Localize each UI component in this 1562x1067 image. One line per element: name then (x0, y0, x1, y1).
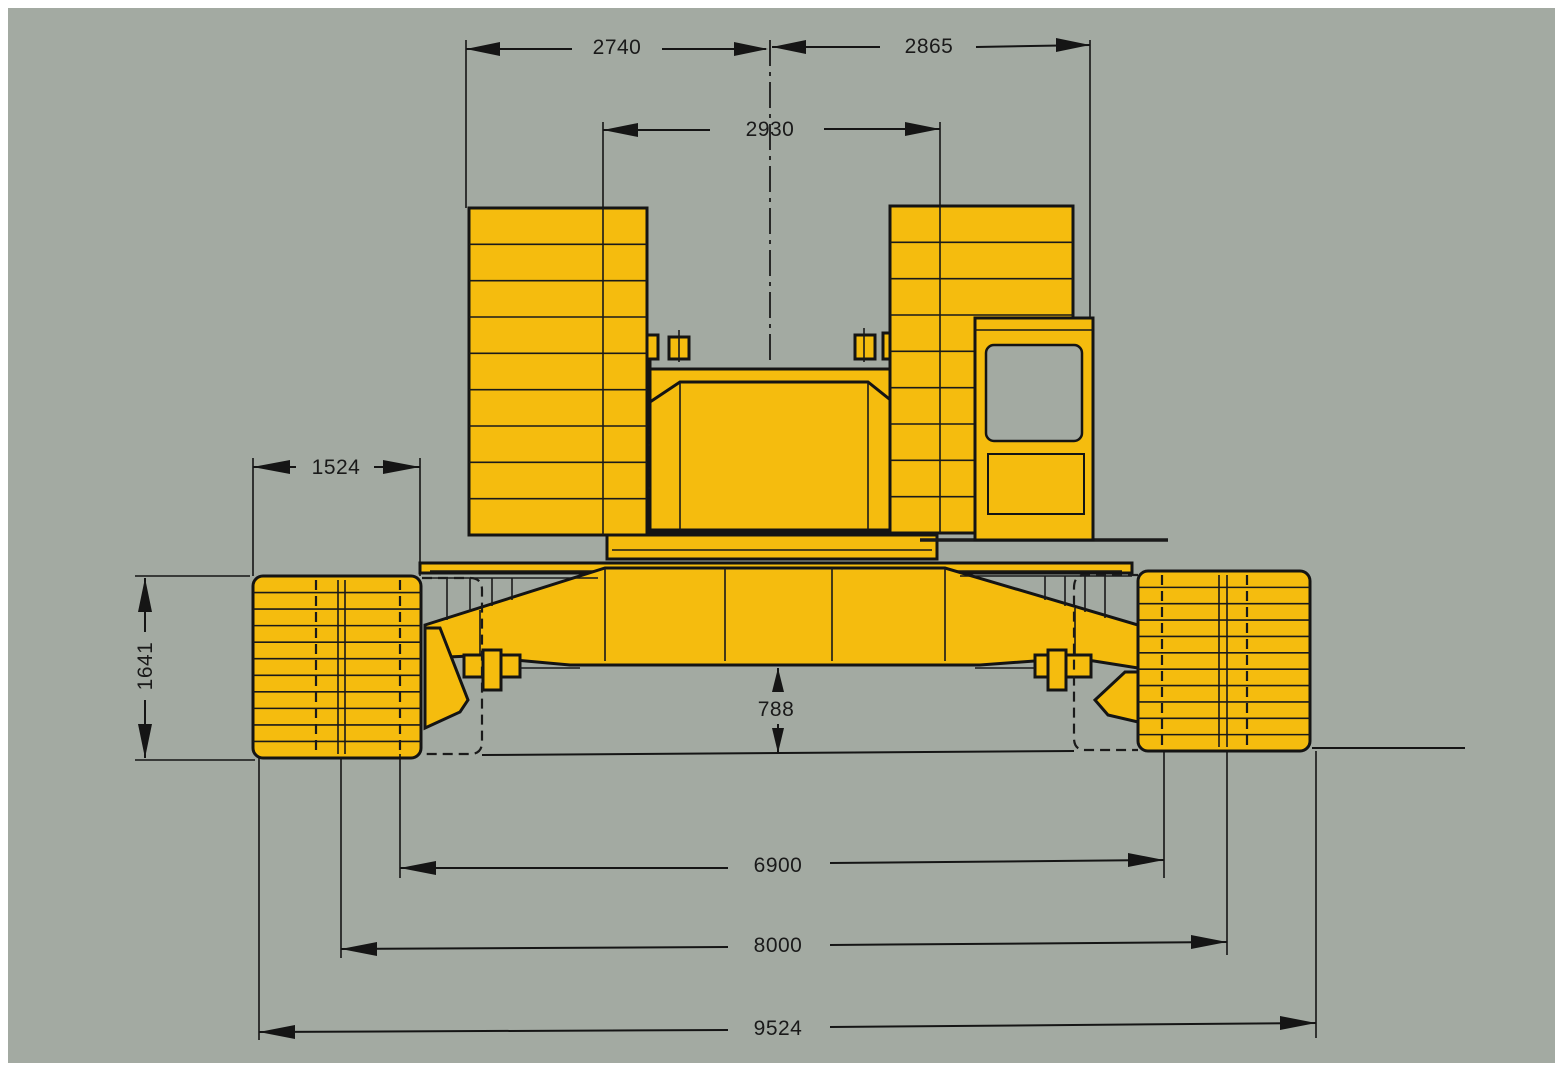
label-6900: 6900 (754, 854, 803, 877)
dimension-6900: 6900 (400, 853, 1165, 877)
label-2865: 2865 (905, 35, 954, 58)
cab-door-panel (987, 453, 1085, 515)
crane-machine (251, 40, 1312, 760)
retracted-track-left (422, 576, 484, 756)
dimension-9524: 9524 (258, 1016, 1317, 1040)
handrail-left (422, 577, 598, 620)
dimension-2740: 2740 (466, 36, 768, 59)
dimension-788: 788 (758, 668, 795, 753)
label-9524: 9524 (754, 1017, 803, 1040)
retracted-track-right (1072, 573, 1138, 752)
dimension-2865: 2865 (772, 35, 1091, 58)
dimension-8000: 8000 (340, 934, 1228, 957)
operator-cab (973, 316, 1095, 542)
label-2740: 2740 (593, 36, 642, 59)
counterweight-left (467, 206, 649, 537)
label-8000: 8000 (754, 934, 803, 957)
label-1524: 1524 (312, 456, 361, 479)
label-2930: 2930 (746, 118, 795, 141)
label-788: 788 (758, 698, 795, 721)
dimension-1524: 1524 (253, 456, 420, 479)
label-1641: 1641 (134, 642, 157, 691)
pin-left (462, 648, 522, 692)
brace-left (423, 626, 470, 731)
dimension-2930: 2930 (603, 118, 940, 141)
cab-window (984, 343, 1084, 443)
turntable-base (605, 533, 939, 561)
extension-lines (252, 40, 1317, 1040)
crawler-track-left (251, 574, 423, 760)
dimension-1641: 1641 (134, 578, 157, 758)
crawler-track-right (1136, 569, 1312, 753)
pin-right (1033, 648, 1093, 692)
